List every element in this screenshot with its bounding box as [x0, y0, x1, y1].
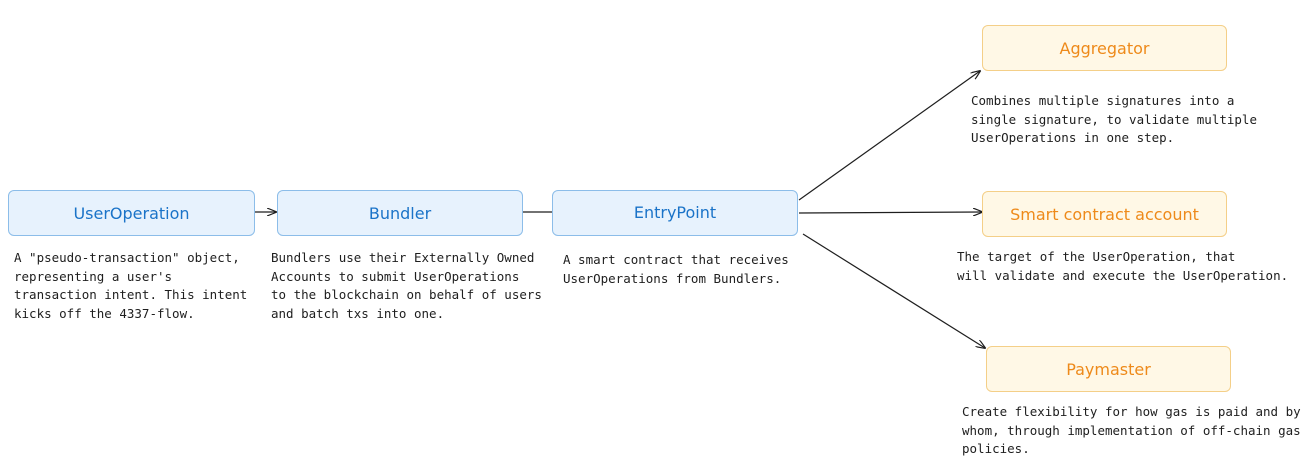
paymaster-label: Paymaster [1066, 359, 1151, 379]
arrow-entrypoint-to-paymaster [802, 233, 985, 348]
entrypoint-label: EntryPoint [633, 203, 717, 222]
arrow-entrypoint-to-aggregator [798, 71, 980, 201]
aggregator-label: Aggregator [1059, 38, 1150, 58]
useroperation-description: A "pseudo-transaction" object, represent… [14, 250, 248, 321]
aggregator-description: Combines multiple signatures into a sing… [971, 93, 1257, 145]
paymaster-node[interactable]: Paymaster [986, 346, 1231, 392]
useroperation-label: UserOperation [73, 203, 190, 223]
arrow-entrypoint-to-smart-contract-account [798, 212, 982, 213]
bundler-description: Bundlers use their Externally Owned Acco… [271, 250, 542, 321]
smart-contract-account-node[interactable]: Smart contract account [982, 191, 1227, 237]
useroperation-node[interactable]: UserOperation [8, 190, 255, 236]
smart-contract-account-label: Smart contract account [1010, 204, 1199, 224]
smart-contract-account-description: The target of the UserOperation, that wi… [957, 249, 1289, 283]
bundler-label: Bundler [368, 203, 432, 223]
entrypoint-node[interactable]: EntryPoint [552, 190, 798, 236]
bundler-node[interactable]: Bundler [277, 190, 523, 236]
aggregator-node[interactable]: Aggregator [982, 25, 1227, 71]
entrypoint-description: A smart contract that receives UserOpera… [563, 252, 789, 286]
paymaster-description: Create flexibility for how gas is paid a… [962, 404, 1301, 456]
